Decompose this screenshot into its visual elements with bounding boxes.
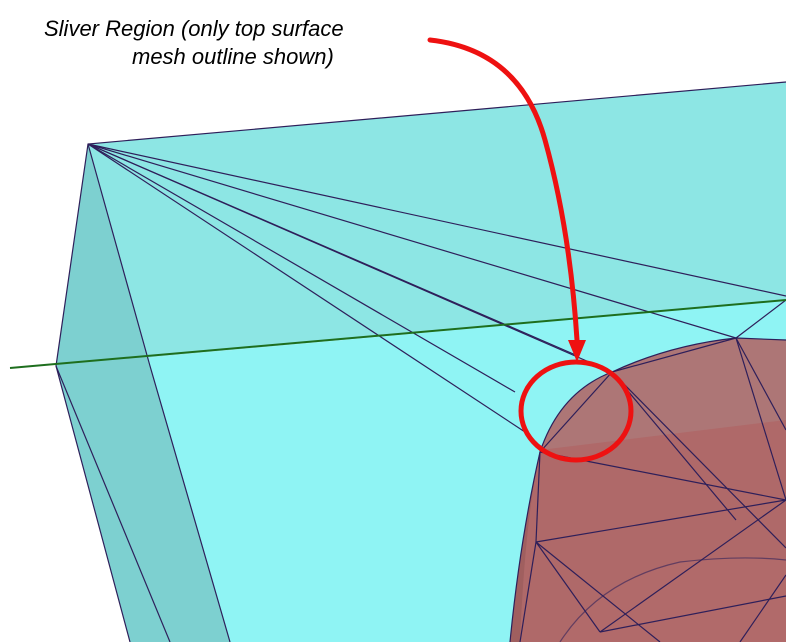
mesh-edge xyxy=(535,451,541,543)
block-edge xyxy=(55,365,171,642)
mesh-outline xyxy=(55,81,786,642)
curved-arrow-icon xyxy=(427,37,580,343)
mesh-edge xyxy=(735,337,786,431)
mesh-edge xyxy=(87,143,786,297)
mesh-edge xyxy=(611,371,786,549)
block-left-face xyxy=(56,144,230,642)
mesh-edge xyxy=(611,337,737,373)
mesh-edge xyxy=(519,541,537,642)
highlight-circle-icon xyxy=(518,359,634,463)
mesh-edge xyxy=(87,143,516,393)
annotation-line-1: Sliver Region (only top surface xyxy=(44,16,344,41)
mesh-edge xyxy=(87,143,579,357)
mesh-edge xyxy=(539,371,613,453)
cylinder-top-face xyxy=(520,338,786,642)
mesh-edge xyxy=(87,143,526,433)
mesh-edge xyxy=(611,371,737,521)
cylinder-lower-rim xyxy=(559,557,786,642)
mesh-edge xyxy=(739,574,786,642)
cylinder-side-edge xyxy=(509,451,541,642)
mesh-edge xyxy=(535,541,601,633)
block-top-face xyxy=(56,82,786,366)
mesh-edge xyxy=(535,541,661,642)
mesh-edge xyxy=(735,299,786,339)
axis-line xyxy=(9,299,786,369)
mesh-edge xyxy=(735,337,786,501)
curved-arrow-icon-head xyxy=(568,340,586,362)
mesh-edge xyxy=(599,499,786,633)
mesh-edge xyxy=(87,143,737,339)
mesh-edge xyxy=(535,499,786,543)
block-edge xyxy=(55,81,786,642)
mesh-edge xyxy=(599,595,786,633)
annotation-line-2: mesh outline shown) xyxy=(132,44,334,69)
block-edge xyxy=(87,143,231,642)
